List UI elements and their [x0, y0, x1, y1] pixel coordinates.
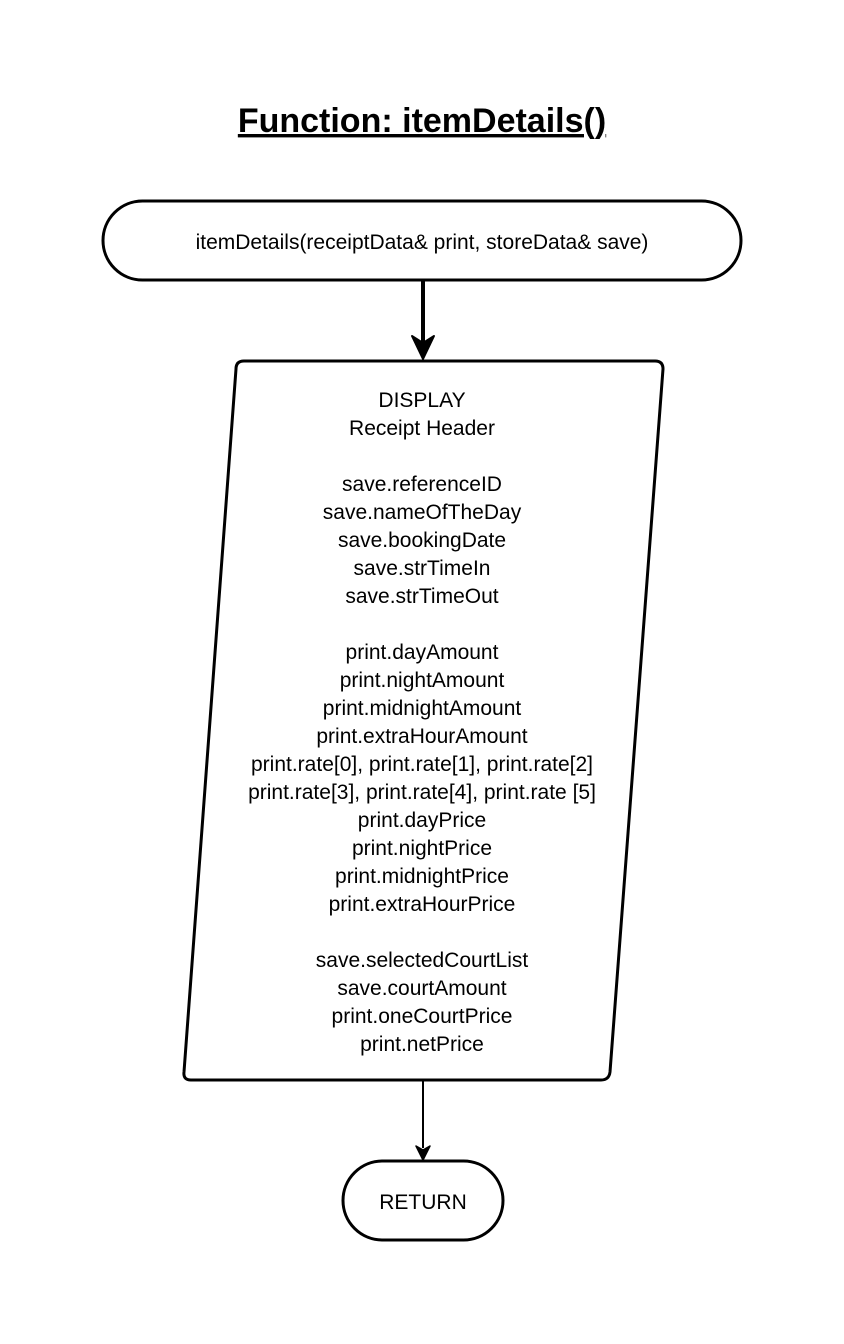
display-io-line: print.nightPrice — [352, 837, 492, 860]
arrowhead-icon — [411, 335, 435, 360]
display-io-node: DISPLAY Receipt Header save.referenceID sav… — [182, 359, 665, 1082]
start-terminal-shape — [101, 199, 743, 282]
display-io-line: print.rate[3], print.rate[4], print.rate… — [248, 781, 596, 804]
return-terminal-shape — [341, 1159, 505, 1242]
display-io-line: print.extraHourPrice — [329, 893, 516, 916]
display-io-line: print.midnightPrice — [335, 865, 509, 888]
display-io-line: save.strTimeIn — [354, 557, 491, 580]
connector-start-to-display — [411, 281, 435, 360]
return-terminal-node: RETURN — [341, 1159, 505, 1242]
display-io-line: print.oneCourtPrice — [332, 1005, 513, 1028]
display-io-line: save.nameOfTheDay — [323, 501, 522, 524]
display-io-lines: DISPLAY Receipt Header save.referenceID sav… — [248, 389, 596, 1056]
arrowhead-icon — [415, 1145, 431, 1161]
display-io-line: print.dayPrice — [358, 809, 486, 832]
display-io-line: print.netPrice — [360, 1033, 484, 1056]
start-terminal-node: itemDetails(receiptData& print, storeDat… — [101, 199, 743, 282]
start-terminal-label: itemDetails(receiptData& print, storeDat… — [196, 231, 649, 254]
display-io-line: save.courtAmount — [337, 977, 506, 1000]
display-io-line: save.selectedCourtList — [316, 949, 529, 972]
display-io-line: DISPLAY — [378, 389, 465, 412]
display-io-line: save.referenceID — [342, 473, 502, 496]
display-io-line: print.dayAmount — [346, 641, 499, 664]
display-io-line: print.extraHourAmount — [316, 725, 527, 748]
display-io-line: save.bookingDate — [338, 529, 506, 552]
diagram-title: Function: itemDetails() — [238, 102, 606, 140]
display-io-line: Receipt Header — [349, 417, 495, 440]
display-io-line: print.rate[0], print.rate[1], print.rate… — [251, 753, 593, 776]
display-io-line: print.midnightAmount — [323, 697, 522, 720]
display-io-shape — [182, 359, 665, 1082]
display-io-line: print.nightAmount — [340, 669, 505, 692]
connector-display-to-return — [415, 1081, 431, 1161]
display-io-line: save.strTimeOut — [345, 585, 498, 608]
return-terminal-label: RETURN — [379, 1191, 467, 1214]
